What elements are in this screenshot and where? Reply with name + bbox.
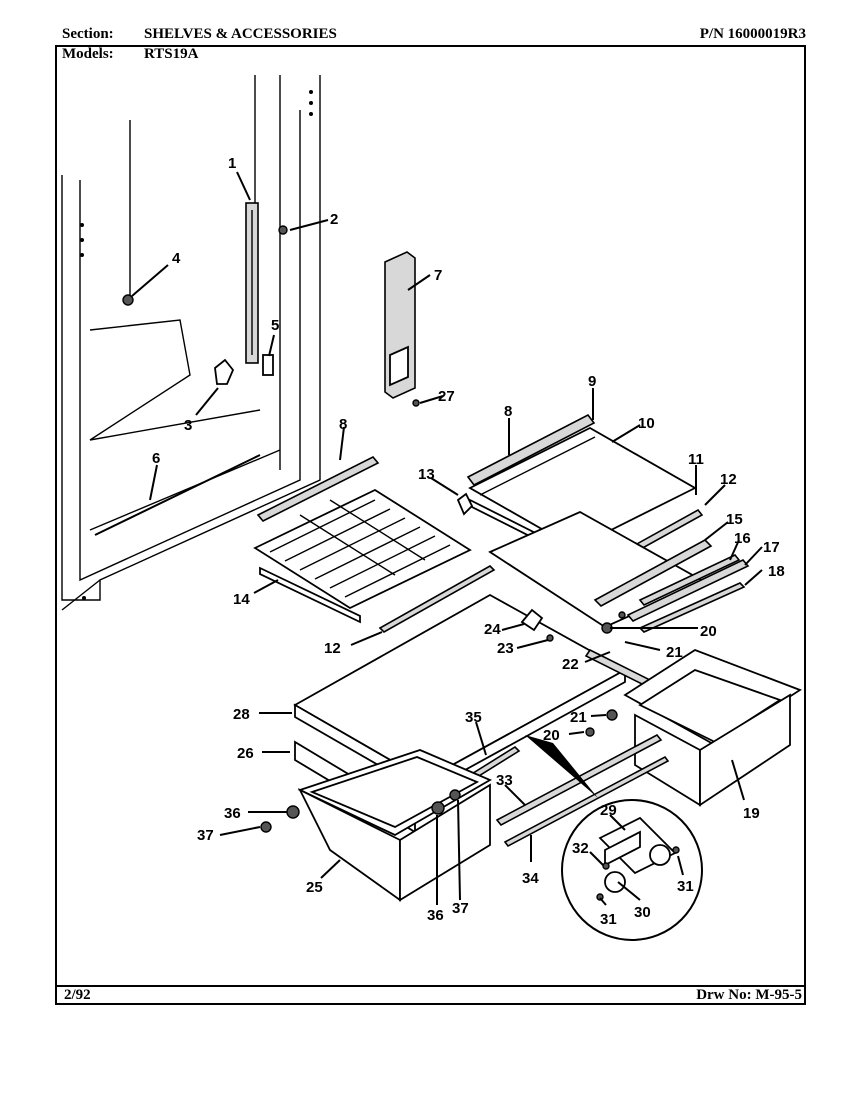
callout-25: 25 (306, 879, 323, 896)
models-value: RTS19A (144, 46, 199, 62)
part-28-crisper-cover (293, 593, 627, 794)
callout-35: 35 (465, 709, 482, 726)
part-18-rail (638, 582, 746, 633)
part-number: P/N 16000019R3 (699, 26, 806, 42)
callout-labels: 1 2 3 4 5 6 7 27 8 8 9 10 11 12 13 14 15… (152, 155, 785, 928)
callout-29: 29 (600, 802, 617, 819)
callout-1: 1 (228, 155, 236, 172)
part-2-screw (278, 225, 288, 235)
callout-19: 19 (743, 805, 760, 822)
callout-24: 24 (484, 621, 501, 638)
part-12-rail-lower (378, 565, 496, 633)
callout-4: 4 (172, 250, 181, 267)
part-36-roller (286, 805, 300, 819)
part-3-bracket (214, 358, 235, 385)
part-6-trim (94, 454, 261, 536)
callout-11: 11 (688, 451, 704, 468)
callout-7: 7 (434, 267, 442, 284)
part-8-trim-upper (466, 413, 596, 487)
callout-34: 34 (522, 870, 539, 887)
callout-17: 17 (763, 539, 780, 556)
callout-14: 14 (233, 591, 250, 608)
callout-31b: 31 (600, 911, 617, 928)
part-21-screw-2 (606, 709, 618, 721)
part-24-bracket (520, 608, 544, 632)
callout-12b: 12 (324, 640, 341, 657)
part-5-clip (262, 354, 274, 376)
cabinet-liner (61, 75, 321, 611)
part-7-bracket (384, 251, 416, 399)
callout-30: 30 (634, 904, 651, 921)
callout-20a: 20 (700, 623, 717, 640)
callout-26: 26 (237, 745, 254, 762)
leader-lines (131, 171, 763, 906)
callout-28: 28 (233, 706, 250, 723)
part-13-bracket (456, 492, 474, 516)
callout-36a: 36 (224, 805, 241, 822)
part-37-screw (260, 821, 272, 833)
detail-circle (561, 799, 703, 941)
detail-pointer (525, 735, 598, 798)
callout-18: 18 (768, 563, 785, 580)
callout-21a: 21 (666, 644, 683, 661)
part-25-crisper-drawer (297, 749, 493, 902)
callout-37b: 37 (452, 900, 469, 917)
callout-33: 33 (496, 772, 513, 789)
callout-8b: 8 (504, 403, 512, 420)
part-1-rail (245, 202, 259, 364)
callout-2: 2 (330, 211, 338, 228)
part-19-crisper-drawer (623, 648, 802, 807)
part-8-trim-left (256, 455, 380, 523)
callout-32: 32 (572, 840, 589, 857)
part-34-slide (503, 755, 670, 848)
callout-13: 13 (418, 466, 435, 483)
part-14-wire-shelf (253, 488, 472, 624)
part-16-rail (638, 554, 741, 606)
callout-9: 9 (588, 373, 596, 390)
part-23-screw (546, 634, 554, 642)
callout-22: 22 (562, 656, 579, 673)
callout-3: 3 (184, 417, 192, 434)
callout-20b: 20 (543, 727, 560, 744)
callout-15: 15 (726, 511, 743, 528)
callout-36b: 36 (427, 907, 444, 924)
callout-10: 10 (638, 415, 655, 432)
callout-21b: 21 (570, 709, 587, 726)
callout-23: 23 (497, 640, 514, 657)
part-36-roller-2 (431, 801, 445, 815)
callout-8a: 8 (339, 416, 347, 433)
section-title: SHELVES & ACCESSORIES (144, 26, 337, 42)
part-27-screw (412, 399, 420, 407)
callout-27: 27 (438, 388, 455, 405)
part-4-screw (122, 294, 134, 306)
part-37-screw-2 (449, 789, 461, 801)
footer-drawing-number: Drw No: M-95-5 (696, 987, 802, 1003)
callout-12a: 12 (720, 471, 737, 488)
footer-date: 2/92 (64, 987, 91, 1003)
section-label: Section: (62, 26, 114, 42)
callout-5: 5 (271, 317, 279, 334)
footer-divider (55, 985, 806, 987)
part-21-screw (618, 611, 626, 619)
callout-6: 6 (152, 450, 160, 467)
part-20-roller-2 (585, 727, 595, 737)
part-17-rail (626, 559, 750, 622)
callout-31a: 31 (677, 878, 694, 895)
callout-37a: 37 (197, 827, 214, 844)
callout-16: 16 (734, 530, 751, 547)
diagram-frame (55, 45, 806, 1005)
models-label: Models: (62, 46, 114, 62)
